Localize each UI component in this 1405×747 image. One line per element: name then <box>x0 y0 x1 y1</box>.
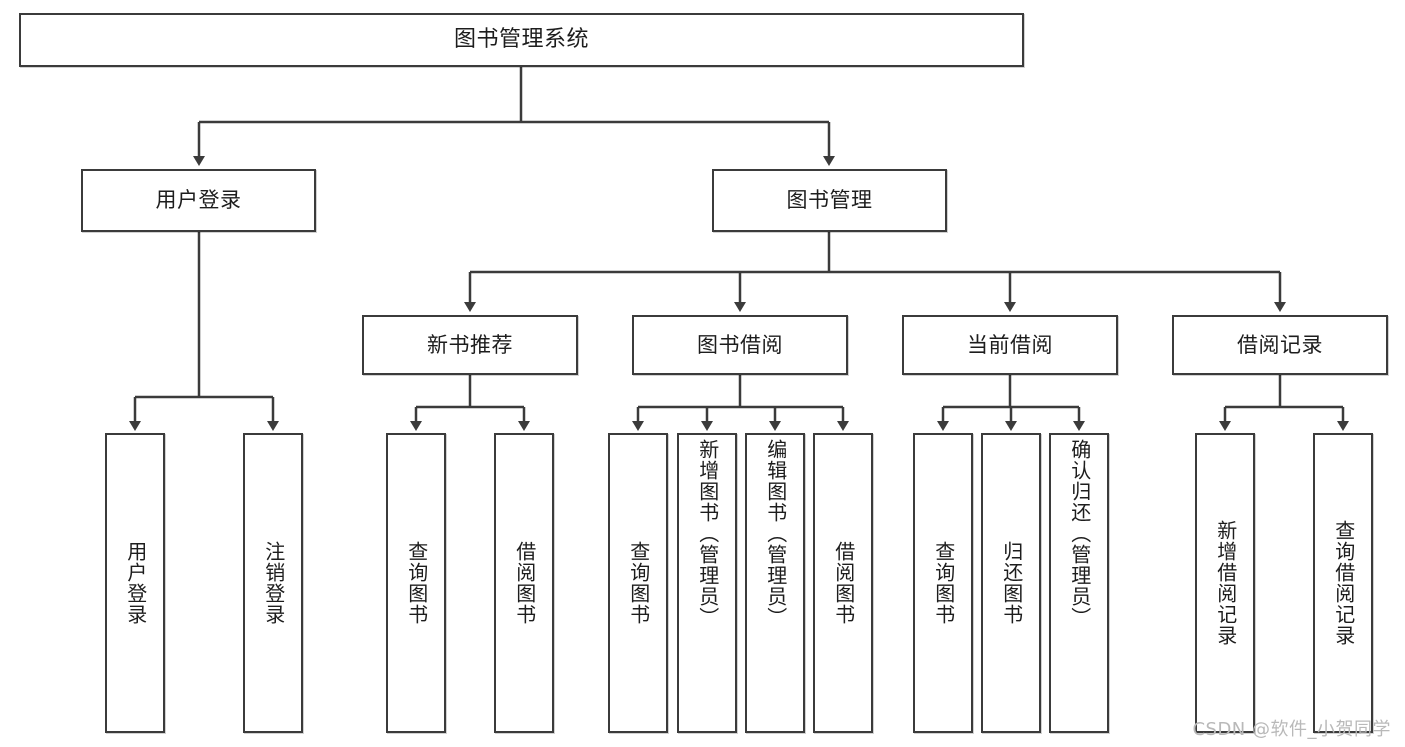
leaf-new-book-borrow[interactable]: 借阅图书 <box>494 433 554 733</box>
node-label: 查询图书 <box>931 541 956 625</box>
node-new-book-recommend[interactable]: 新书推荐 <box>362 315 578 375</box>
node-label: 借阅图书 <box>831 541 856 625</box>
node-label: 用户登录 <box>155 188 242 213</box>
node-label: 新增图书（管理员） <box>695 439 720 628</box>
node-label: 新增借阅记录 <box>1213 520 1238 646</box>
node-label: 归还图书 <box>999 541 1024 625</box>
node-label: 图书管理系统 <box>453 27 589 53</box>
node-label: 确认归还（管理员） <box>1067 439 1092 628</box>
node-label: 查询图书 <box>404 541 429 625</box>
node-label: 新书推荐 <box>427 332 513 357</box>
leaf-book-borrow-edit[interactable]: 编辑图书（管理员） <box>745 433 805 733</box>
node-label: 注销登录 <box>261 541 286 625</box>
leaf-current-borrow-confirm-return[interactable]: 确认归还（管理员） <box>1049 433 1109 733</box>
leaf-book-borrow-query[interactable]: 查询图书 <box>608 433 668 733</box>
node-label: 编辑图书（管理员） <box>763 439 788 628</box>
leaf-book-borrow-borrow[interactable]: 借阅图书 <box>813 433 873 733</box>
leaf-current-borrow-query[interactable]: 查询图书 <box>913 433 973 733</box>
node-label: 当前借阅 <box>967 332 1053 357</box>
node-label: 借阅图书 <box>512 541 537 625</box>
leaf-borrow-record-add[interactable]: 新增借阅记录 <box>1195 433 1255 733</box>
node-user-login[interactable]: 用户登录 <box>81 169 316 232</box>
node-label: 用户登录 <box>123 541 148 625</box>
node-label: 图书管理 <box>786 188 873 213</box>
node-label: 查询图书 <box>626 541 651 625</box>
leaf-user-login-login[interactable]: 用户登录 <box>105 433 165 733</box>
node-borrow-record[interactable]: 借阅记录 <box>1172 315 1388 375</box>
leaf-new-book-query[interactable]: 查询图书 <box>386 433 446 733</box>
node-label: 查询借阅记录 <box>1331 520 1356 646</box>
node-current-borrow[interactable]: 当前借阅 <box>902 315 1118 375</box>
node-book-management[interactable]: 图书管理 <box>712 169 947 232</box>
node-root-system[interactable]: 图书管理系统 <box>19 13 1024 67</box>
node-book-borrow[interactable]: 图书借阅 <box>632 315 848 375</box>
watermark: CSDN @软件_小贺同学 <box>1192 719 1391 740</box>
leaf-book-borrow-add[interactable]: 新增图书（管理员） <box>677 433 737 733</box>
leaf-user-login-logout[interactable]: 注销登录 <box>243 433 303 733</box>
leaf-borrow-record-query[interactable]: 查询借阅记录 <box>1313 433 1373 733</box>
leaf-current-borrow-return[interactable]: 归还图书 <box>981 433 1041 733</box>
node-label: 借阅记录 <box>1237 332 1323 357</box>
node-label: 图书借阅 <box>697 332 783 357</box>
